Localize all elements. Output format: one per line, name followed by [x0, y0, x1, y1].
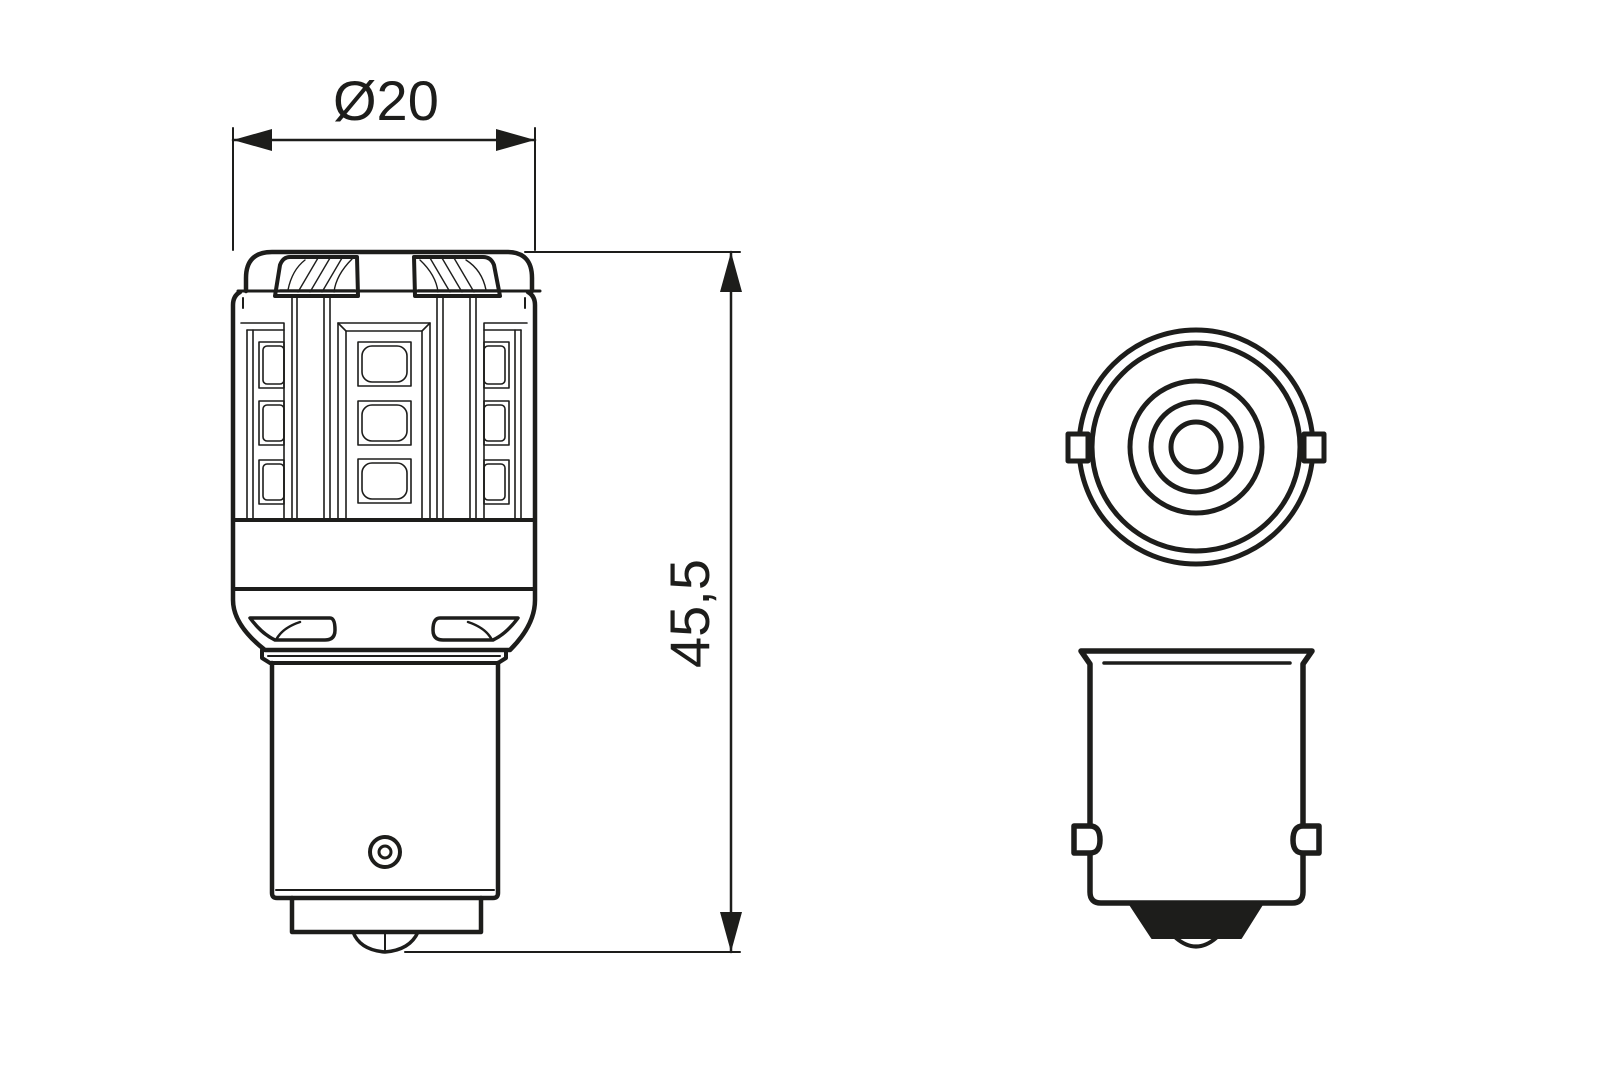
led-panel-right: [483, 322, 528, 521]
base-slots: [248, 616, 520, 642]
bulb-bottom-view: [1065, 327, 1327, 567]
led-panel-center: [337, 322, 431, 521]
arrow-up-icon: [720, 252, 742, 292]
arrow-down-icon: [720, 912, 742, 952]
arrow-left-icon: [233, 129, 272, 151]
diameter-label: Ø20: [333, 69, 439, 132]
bayonet-pin-right: [1301, 431, 1327, 464]
arrow-right-icon: [496, 129, 535, 151]
contact-ring: [368, 835, 402, 869]
bayonet-pin-left: [1065, 431, 1091, 464]
solder-contact: [1128, 902, 1264, 939]
base-side-view: [1071, 648, 1322, 949]
bulb-side-view: [230, 249, 542, 954]
led-panel-left: [240, 322, 285, 521]
height-dimension: [404, 250, 742, 954]
diameter-dimension: [231, 127, 537, 251]
height-label: 45,5: [658, 559, 721, 668]
